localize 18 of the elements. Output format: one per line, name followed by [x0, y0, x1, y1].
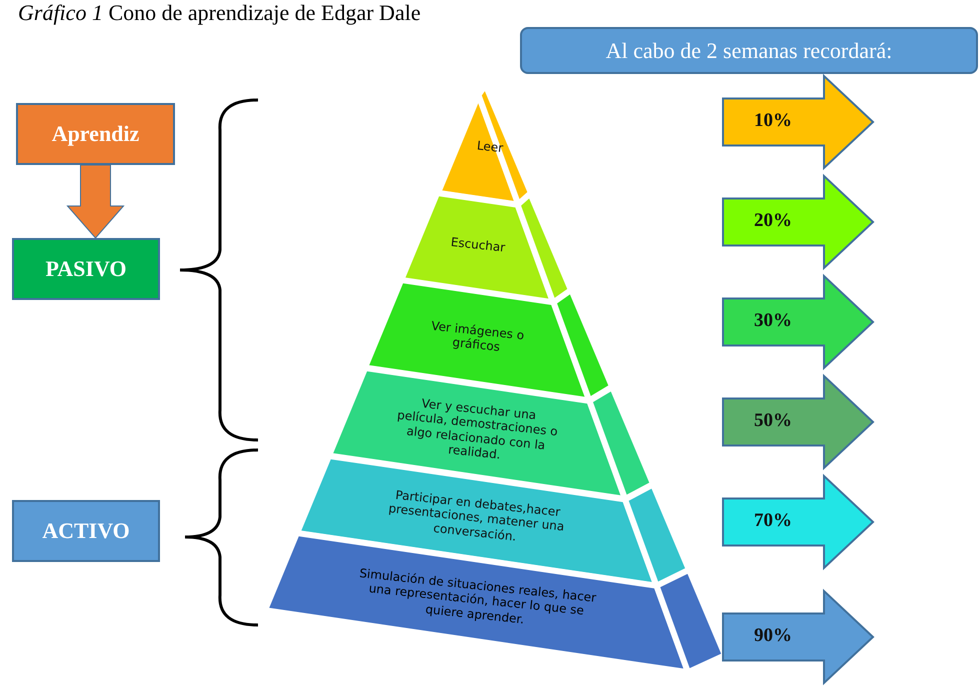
percentage-label: 70% [753, 510, 793, 532]
band-label: Leer [475, 138, 505, 156]
percentage-label: 10% [753, 110, 793, 132]
band-label: Ver imágenes o gráficos [430, 318, 526, 356]
down-arrow [66, 164, 125, 239]
percentage-label: 30% [753, 310, 793, 332]
band-label: Simulación de situaciones reales, hacer una representación, hacer lo que se quiere aprender. [358, 566, 598, 628]
percentage-label: 50% [753, 410, 793, 432]
band-label: Ver y escuchar una película, demostraciones o algo relacionado con la realidad. [396, 395, 560, 464]
title: Gráfico 1 Cono de aprendizaje de Edgar Dale [18, 0, 421, 26]
category-box: ACTIVO [12, 500, 160, 562]
learner-box: Aprendiz [16, 103, 175, 165]
percentage-label: 20% [753, 210, 793, 232]
percentage-label: 90% [753, 625, 793, 647]
category-box: PASIVO [12, 238, 160, 300]
band-label: Participar en debates,hacer presentaciones, matener una conversación. [387, 487, 566, 546]
header-banner: Al cabo de 2 semanas recordará: [520, 27, 978, 74]
band-label: Escuchar [448, 234, 506, 256]
